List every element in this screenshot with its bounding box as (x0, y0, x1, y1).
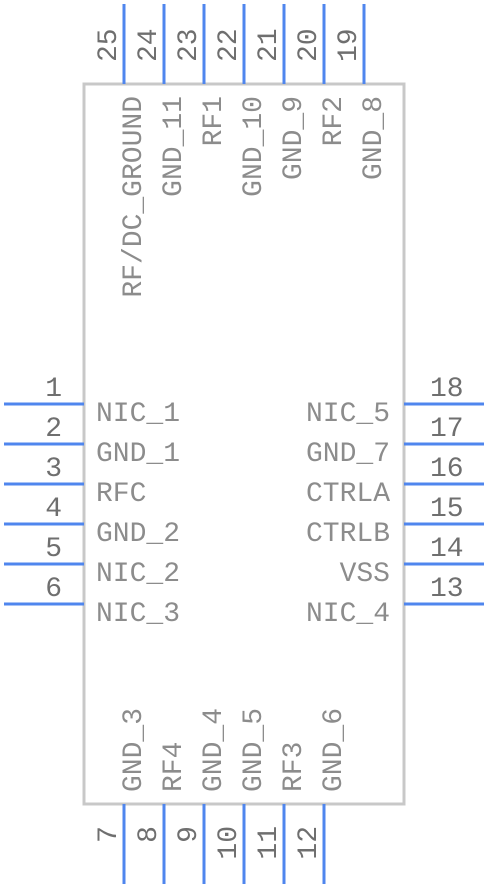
pin-8-label-rf4: RF4 (159, 742, 190, 792)
pin-3-label-rfc: RFC (96, 479, 146, 510)
pin-23-number: 23 (174, 28, 205, 62)
pin-9-number: 9 (174, 826, 205, 843)
pin-5-label-nic-2: NIC_2 (96, 559, 180, 590)
pin-24-label-gnd-11: GND_11 (159, 96, 190, 197)
pin-21-number: 21 (254, 28, 285, 62)
pin-4-label-gnd-2: GND_2 (96, 519, 180, 550)
pin-18-number: 18 (430, 374, 464, 405)
pin-20-number: 20 (294, 28, 325, 62)
pin-3-number: 3 (45, 454, 62, 485)
pin-13-label-nic-4: NIC_4 (306, 599, 390, 630)
pin-16-number: 16 (430, 454, 464, 485)
pin-15-label-ctrlb: CTRLB (306, 519, 390, 550)
pin-11-number: 11 (254, 826, 285, 860)
pin-17-label-gnd-7: GND_7 (306, 439, 390, 470)
pin-group: 1NIC_12GND_13RFC4GND_25NIC_26NIC_313NIC_… (4, 4, 484, 884)
pin-10-number: 10 (214, 826, 245, 860)
pin-14-label-vss: VSS (340, 559, 390, 590)
pin-2-label-gnd-1: GND_1 (96, 439, 180, 470)
pin-6-label-nic-3: NIC_3 (96, 599, 180, 630)
pin-21-label-gnd-9: GND_9 (279, 96, 310, 180)
pin-18-label-nic-5: NIC_5 (306, 399, 390, 430)
pin-12-label-gnd-6: GND_6 (319, 708, 350, 792)
pin-1-label-nic-1: NIC_1 (96, 399, 180, 430)
pin-1-number: 1 (45, 374, 62, 405)
pin-8-number: 8 (134, 826, 165, 843)
pin-6-number: 6 (45, 574, 62, 605)
pin-24-number: 24 (134, 28, 165, 62)
pin-7-number: 7 (94, 826, 125, 843)
pin-19-number: 19 (334, 28, 365, 62)
pin-14-number: 14 (430, 534, 464, 565)
pin-9-label-gnd-4: GND_4 (199, 708, 230, 792)
pin-22-number: 22 (214, 28, 245, 62)
pin-19-label-gnd-8: GND_8 (359, 96, 390, 180)
pin-22-label-gnd-10: GND_10 (239, 96, 270, 197)
pin-15-number: 15 (430, 494, 464, 525)
pin-20-label-rf2: RF2 (319, 96, 350, 146)
pin-5-number: 5 (45, 534, 62, 565)
pin-16-label-ctrla: CTRLA (306, 479, 390, 510)
pin-2-number: 2 (45, 414, 62, 445)
pin-25-number: 25 (94, 28, 125, 62)
pin-13-number: 13 (430, 574, 464, 605)
pin-7-label-gnd-3: GND_3 (119, 708, 150, 792)
pin-11-label-rf3: RF3 (279, 742, 310, 792)
pin-25-label-rf-dc-ground: RF/DC_GROUND (119, 96, 150, 298)
pin-4-number: 4 (45, 494, 62, 525)
pin-17-number: 17 (430, 414, 464, 445)
pin-10-label-gnd-5: GND_5 (239, 708, 270, 792)
pin-12-number: 12 (294, 826, 325, 860)
ic-body (82, 82, 406, 806)
pin-23-label-rf1: RF1 (199, 96, 230, 146)
